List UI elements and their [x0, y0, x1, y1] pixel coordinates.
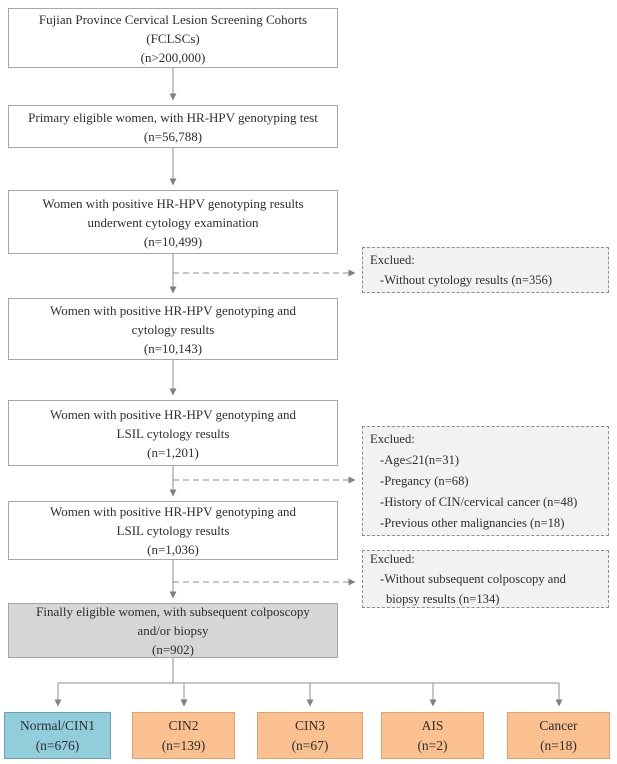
box-text-line: (n=1,036) [147, 542, 199, 557]
excluded-item: -Without subsequent colposcopy and [380, 572, 566, 586]
outcome-label: AIS [421, 717, 444, 733]
outcome-count: (n=67) [291, 737, 329, 753]
box-finally-eligible-women: Finally eligible women, with subsequent … [8, 603, 338, 658]
outcome-label: CIN2 [168, 717, 199, 733]
outcome-box-cin3: CIN3 (n=67) [257, 712, 363, 759]
box-primary-eligible-women: Primary eligible women, with HR-HPV geno… [8, 105, 338, 148]
excluded-item: -Without cytology results (n=356) [380, 273, 553, 287]
box-text-line: Finally eligible women, with subsequent … [36, 604, 310, 619]
outcome-label: CIN3 [295, 717, 325, 733]
outcome-count: (n=139) [161, 737, 206, 753]
outcome-box-cin2: CIN2 (n=139) [132, 712, 235, 759]
excluded-title: Exclued: [370, 431, 415, 446]
box-text-line: Women with positive HR-HPV genotyping re… [42, 195, 304, 211]
outcome-box-normal-cin1: Normal/CIN1 (n=676) [4, 712, 111, 759]
excluded-item: -History of CIN/cervical cancer (n=48) [380, 494, 578, 509]
excluded-item: -Age≤21(n=31) [380, 452, 460, 467]
box-lsil-results-1036: Women with positive HR-HPV genotyping an… [8, 501, 338, 560]
excluded-item: biopsy results (n=134) [386, 592, 500, 606]
box-text-line: Women with positive HR-HPV genotyping an… [49, 406, 297, 422]
box-text-line: (FCLSCs) [146, 30, 200, 46]
excluded-title: Exclued: [370, 552, 415, 566]
box-text-line: Primary eligible women, with HR-HPV geno… [28, 109, 318, 125]
box-text-line: Women with positive HR-HPV genotyping an… [49, 504, 297, 519]
excluded-title: Exclued: [370, 253, 415, 267]
outcome-box-ais: AIS (n=2) [381, 712, 484, 759]
box-fclscs-cohort: Fujian Province Cervical Lesion Screenin… [8, 8, 338, 68]
outcome-label: Normal/CIN1 [20, 717, 95, 733]
box-lsil-results-1201: Women with positive HR-HPV genotyping an… [8, 400, 338, 466]
box-text-line: (n=1,201) [147, 444, 199, 460]
box-text-line: (n=56,788) [143, 128, 203, 144]
excluded-item: -Previous other malignancies (n=18) [380, 515, 565, 530]
box-text-line: cytology results [131, 321, 215, 337]
box-cytology-results: Women with positive HR-HPV genotyping an… [8, 298, 338, 360]
excluded-item: -Pregancy (n=68) [380, 473, 469, 488]
outcome-count: (n=676) [35, 737, 80, 753]
excluded-box-no-colposcopy: Exclued: -Without subsequent colposcopy … [362, 550, 609, 608]
outcome-box-cancer: Cancer (n=18) [507, 712, 610, 759]
box-text-line: LSIL cytology results [116, 425, 230, 441]
box-text-line: LSIL cytology results [116, 523, 230, 538]
box-text-line: underwent cytology examination [87, 214, 259, 230]
outcome-count: (n=18) [540, 737, 577, 753]
excluded-box-eligibility: Exclued: -Age≤21(n=31) -Pregancy (n=68) … [362, 426, 609, 536]
box-text-line: (n=902) [152, 642, 194, 657]
box-text-line: Fujian Province Cervical Lesion Screenin… [38, 11, 308, 27]
box-cytology-examination: Women with positive HR-HPV genotyping re… [8, 190, 338, 254]
outcome-label: Cancer [539, 717, 578, 733]
box-text-line: and/or biopsy [137, 623, 209, 638]
outcome-count: (n=2) [417, 737, 448, 753]
box-text-line: (n>200,000) [140, 49, 206, 65]
box-text-line: (n=10,143) [143, 340, 203, 356]
excluded-box-no-cytology: Exclued: -Without cytology results (n=35… [362, 247, 609, 293]
box-text-line: Women with positive HR-HPV genotyping an… [49, 302, 297, 318]
box-text-line: (n=10,499) [143, 233, 203, 249]
